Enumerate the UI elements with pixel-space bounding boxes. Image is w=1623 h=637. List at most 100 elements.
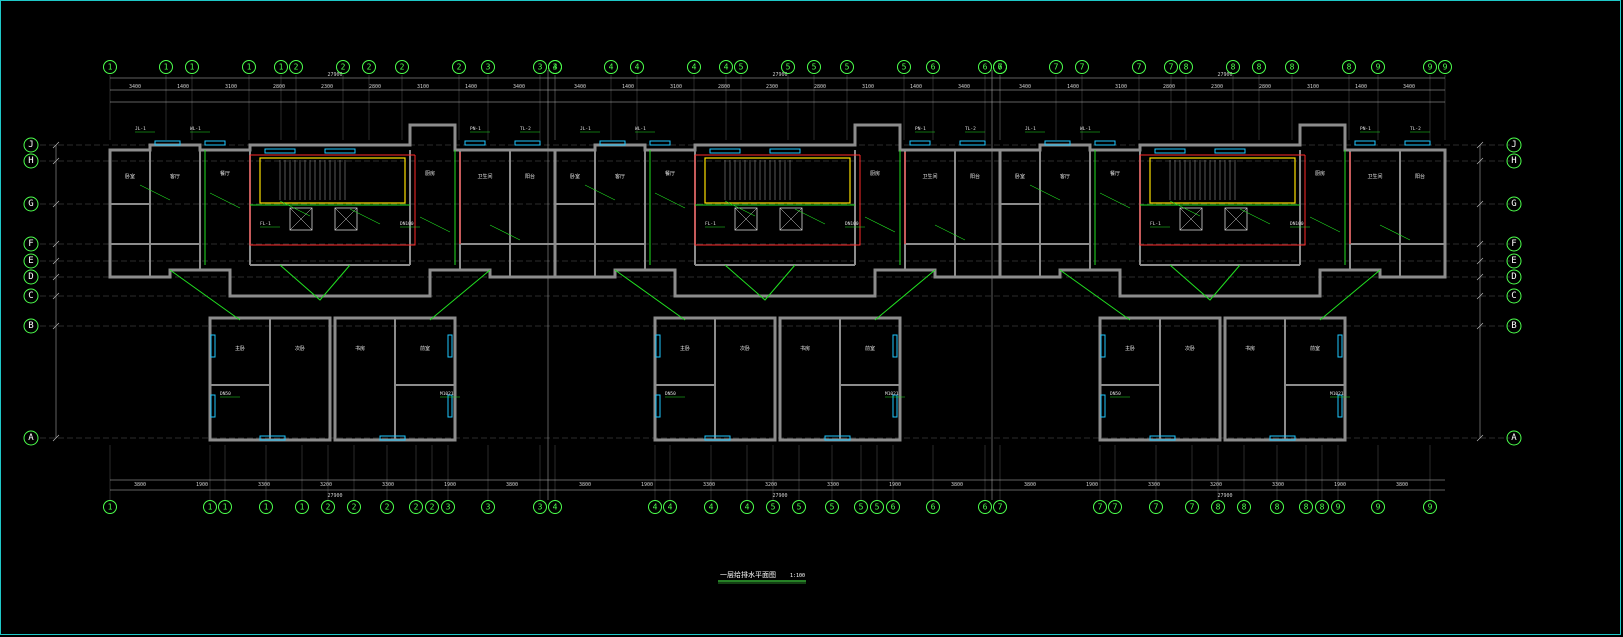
col-axis-bubble-top: 2 [452, 60, 466, 74]
row-axis-bubble: A [1506, 430, 1522, 446]
col-axis-bubble-bottom: 5 [766, 500, 780, 514]
room-label: 主卧 [235, 345, 245, 352]
pipe-leader [1379, 224, 1411, 241]
col-axis-label: 9 [1376, 503, 1381, 512]
col-axis-label: 9 [1428, 63, 1433, 72]
window-side [447, 334, 453, 358]
col-axis-circle [409, 500, 423, 514]
col-axis-bubble-bottom: 2 [409, 500, 423, 514]
room-label: 前室 [865, 345, 875, 352]
window [464, 140, 486, 146]
col-axis-bubble-bottom: 8 [1237, 500, 1251, 514]
col-axis-label: 5 [845, 63, 850, 72]
elevator-cross [1224, 207, 1248, 231]
stair-core [704, 157, 851, 204]
col-axis-circle [825, 500, 839, 514]
col-axis-circle [1285, 60, 1299, 74]
col-axis-label: 8 [1184, 63, 1189, 72]
pipe-tag: DN50 [665, 391, 676, 397]
row-axis-bubble: C [1506, 288, 1522, 304]
bottom-dimension: 3800 [951, 482, 963, 488]
col-axis-label: 5 [771, 503, 776, 512]
bottom-dimension: 3300 [258, 482, 270, 488]
col-axis-circle [1164, 60, 1178, 74]
pipe-leader [489, 224, 521, 241]
pipe-tag: DN100 [845, 221, 859, 227]
pipe-tag: WL-1 [1080, 126, 1091, 132]
col-axis-label: 6 [983, 503, 988, 512]
row-axis-circle [1506, 153, 1522, 169]
window [1094, 140, 1116, 146]
col-axis-circle [734, 60, 748, 74]
row-axis-circle [23, 253, 39, 269]
col-axis-bubble-top: 7 [1049, 60, 1063, 74]
col-axis-bubble-top: 3 [533, 60, 547, 74]
window [704, 435, 731, 441]
pipe-leader [724, 200, 756, 217]
room-label: 次卧 [295, 345, 305, 352]
bottom-dimension: 1900 [1334, 482, 1346, 488]
col-axis-bubble-top: 9 [1371, 60, 1385, 74]
col-axis-circle [1423, 500, 1437, 514]
row-axis-circle [23, 288, 39, 304]
col-axis-label: 1 [208, 503, 213, 512]
col-axis-label: 4 [724, 63, 729, 72]
col-axis-bubble-top: 1 [159, 60, 173, 74]
pipe-tag: DN50 [1110, 391, 1121, 397]
top-dimension: 1400 [465, 84, 477, 90]
elevator-shaft [1224, 207, 1248, 231]
bottom-dimension: 3200 [1210, 482, 1222, 488]
room-label: 餐厅 [220, 170, 230, 177]
col-axis-bubble-bottom: 8 [1211, 500, 1225, 514]
col-axis-circle [362, 60, 376, 74]
room-label: 书房 [800, 345, 810, 352]
col-axis-circle [1093, 500, 1107, 514]
top-dimension: 3100 [225, 84, 237, 90]
col-axis-bubble-top: 2 [362, 60, 376, 74]
col-axis-label: 4 [635, 63, 640, 72]
col-axis-label: 5 [830, 503, 835, 512]
window-side [1337, 334, 1343, 358]
col-axis-label: 8 [1290, 63, 1295, 72]
col-axis-label: 6 [931, 503, 936, 512]
col-axis-circle [1270, 500, 1284, 514]
dim-tick [52, 157, 60, 165]
col-axis-label: 7 [1169, 63, 1174, 72]
col-axis-bubble-top: 5 [897, 60, 911, 74]
top-dimension: 3400 [129, 84, 141, 90]
room-label: 客厅 [1060, 173, 1070, 180]
col-axis-bubble-top: 4 [604, 60, 618, 74]
pipe-leader [1309, 216, 1341, 233]
col-axis-label: 5 [797, 503, 802, 512]
top-dimension: 3400 [1019, 84, 1031, 90]
col-axis-circle [159, 60, 173, 74]
dim-tick [52, 200, 60, 208]
col-axis-label: 6 [983, 63, 988, 72]
pipe-tag: PN-1 [915, 126, 926, 132]
col-axis-label: 9 [1443, 63, 1448, 72]
row-axis-bubble: B [1506, 318, 1522, 334]
col-axis-bubble-bottom: 5 [825, 500, 839, 514]
dim-tick [52, 273, 60, 281]
col-axis-label: 6 [931, 63, 936, 72]
top-dimension: 3100 [862, 84, 874, 90]
window [1149, 435, 1176, 441]
col-axis-label: 4 [709, 503, 714, 512]
bottom-dimension: 3200 [320, 482, 332, 488]
col-axis-bubble-top: 5 [840, 60, 854, 74]
overall-dimension: 27900 [1217, 493, 1232, 499]
row-axis-circle [1506, 253, 1522, 269]
col-axis-circle [766, 500, 780, 514]
col-axis-bubble-top: 1 [242, 60, 256, 74]
col-axis-bubble-bottom: 2 [425, 500, 439, 514]
row-axis-bubble: D [1506, 269, 1522, 285]
row-axis-bubble: J [1506, 137, 1522, 153]
row-axis-bubble: E [23, 253, 39, 269]
col-axis-circle [259, 500, 273, 514]
row-axis-circle [23, 236, 39, 252]
row-axis-label: B [28, 321, 33, 331]
col-axis-label: 5 [812, 63, 817, 72]
room-label: 厨房 [870, 170, 880, 177]
